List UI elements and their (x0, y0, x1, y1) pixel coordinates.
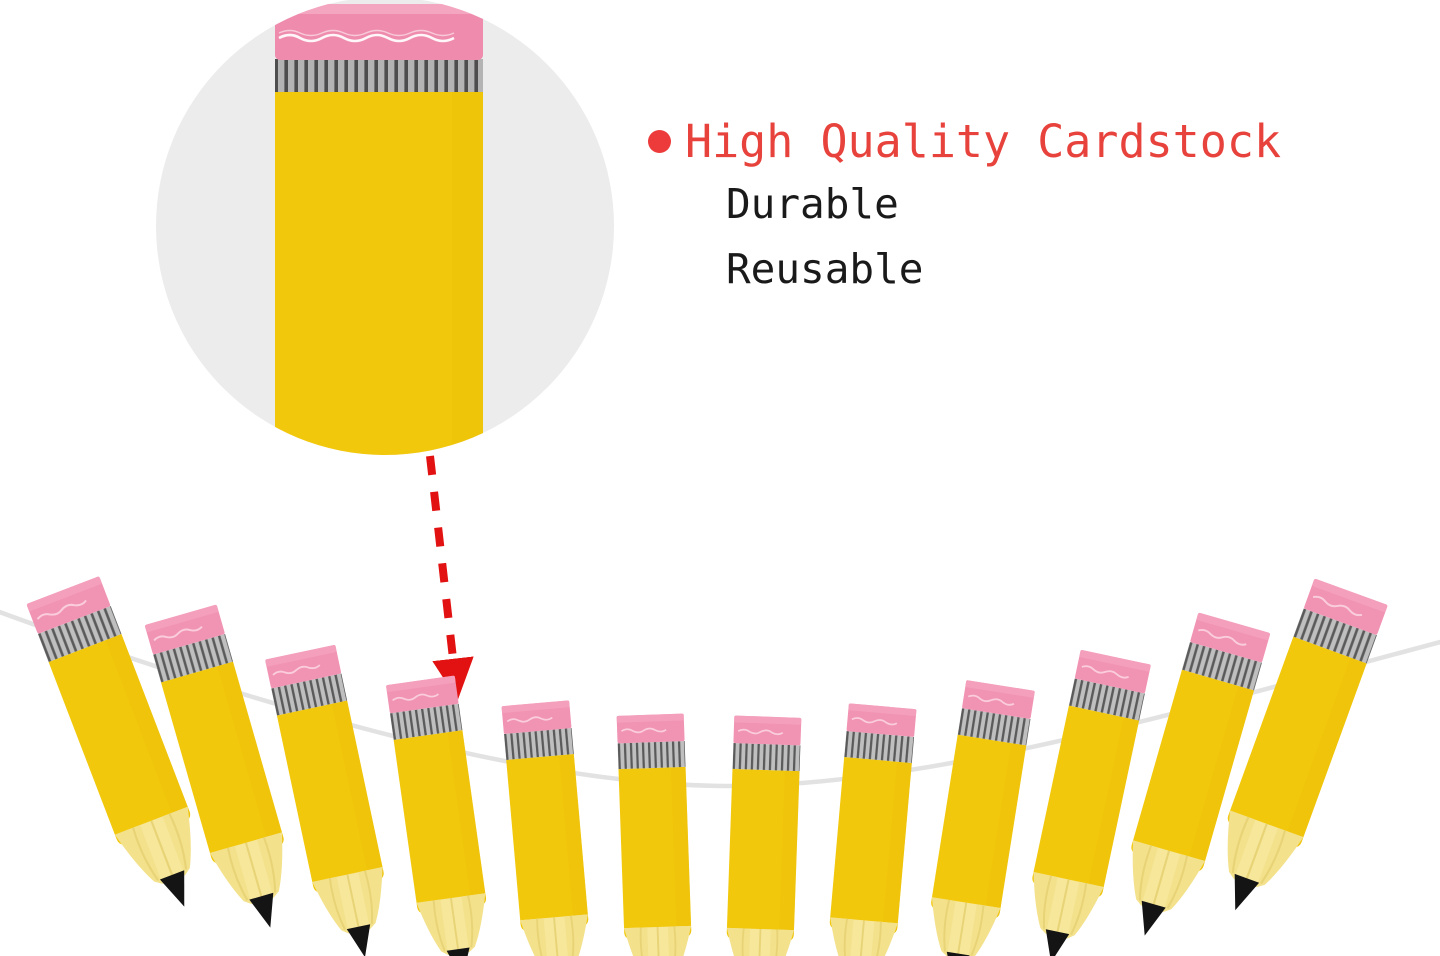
bullet-dot-icon (648, 130, 671, 154)
pencil-flag (264, 643, 402, 956)
headline-row: High Quality Cardstock (648, 118, 1408, 165)
pencil-flag-shape (1014, 648, 1152, 956)
pencil-flag (615, 712, 695, 956)
closeup-eraser-squiggle (278, 33, 455, 43)
pencil-flag-shape (500, 699, 596, 956)
closeup-pencil-ferrule (275, 59, 483, 92)
pencil-flag-shape (723, 714, 803, 956)
feature-callout: High Quality Cardstock Durable Reusable (648, 118, 1408, 313)
closeup-pencil-body (275, 90, 483, 455)
pencil-flag (1014, 648, 1152, 956)
zoom-indicator-arrow (426, 455, 474, 701)
pencil-flag-shape (264, 643, 402, 956)
closeup-pencil-eraser (275, 4, 483, 60)
closeup-eraser-highlight (275, 4, 483, 14)
pencil-flag (384, 674, 498, 956)
pencil-flag-shape (822, 702, 918, 956)
closeup-pencil-body-shade (452, 90, 483, 455)
pencil-flag-shape (615, 712, 695, 956)
feature-item-durable: Durable (726, 180, 899, 229)
pencil-flag (918, 679, 1036, 956)
magnifier-closeup (156, 0, 614, 455)
pencil-flag (822, 702, 918, 956)
pencil-flag (723, 714, 803, 956)
callout-headline: High Quality Cardstock (685, 115, 1282, 168)
pencil-flag-shape (918, 679, 1036, 956)
pencil-flags-group (25, 575, 1389, 956)
pencil-flag-shape (384, 674, 498, 956)
closeup-eraser-squiggle-secondary (278, 29, 455, 37)
feature-item-reusable: Reusable (726, 245, 924, 294)
pencil-flag (500, 699, 596, 956)
magnifier-contents (275, 4, 483, 455)
